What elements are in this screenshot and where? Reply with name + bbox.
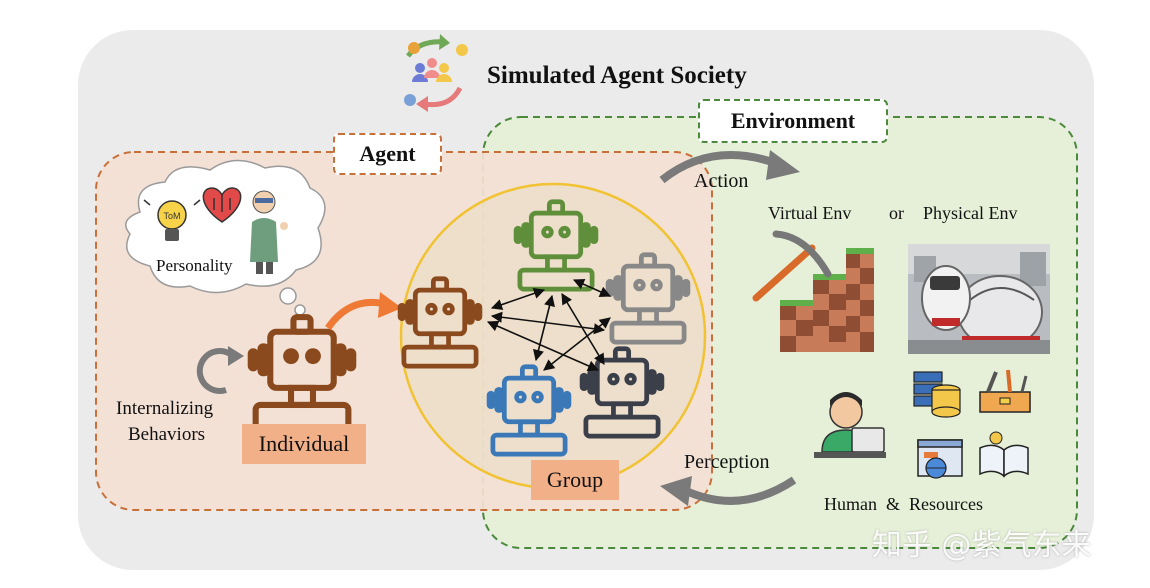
robot-photo-icon: [908, 244, 1050, 354]
refresh-arrow-icon: [196, 346, 244, 394]
interaction-arrows: [486, 278, 612, 372]
group-tag: Group: [531, 460, 619, 500]
cycle-people-icon: [404, 34, 468, 112]
human-resources-label: Human & Resources: [824, 494, 983, 514]
environment-tag: Environment: [698, 99, 888, 143]
action-arrow: [659, 151, 780, 184]
heart-icon: [202, 187, 242, 223]
bulb-text: ToM: [163, 211, 180, 221]
book-icon: [979, 431, 1029, 478]
web-icon: [917, 439, 963, 479]
internalizing-label-line1: Internalizing: [116, 398, 214, 419]
coder-icon: [814, 392, 886, 458]
action-label: Action: [694, 170, 749, 192]
virtual-env-label: Virtual Env: [768, 203, 852, 223]
watermark: 知乎 @紫气东来: [872, 528, 1092, 563]
database-icon: [913, 371, 961, 418]
personality-label: Personality: [156, 256, 233, 275]
physical-env-label: Physical Env: [923, 203, 1018, 223]
internalizing-label-line2: Behaviors: [128, 424, 206, 445]
lightbulb-icon: ToM: [143, 199, 201, 241]
individual-tag: Individual: [242, 424, 366, 464]
perception-arrow: [682, 476, 797, 505]
pickaxe-blocks-icon: [752, 230, 874, 352]
or-label: or: [889, 203, 904, 223]
perception-label: Perception: [684, 451, 770, 473]
toolbox-icon: [979, 369, 1031, 413]
agent-tag: Agent: [333, 133, 442, 175]
page-title: Simulated Agent Society: [487, 62, 747, 89]
thinking-man-icon: [250, 190, 288, 274]
